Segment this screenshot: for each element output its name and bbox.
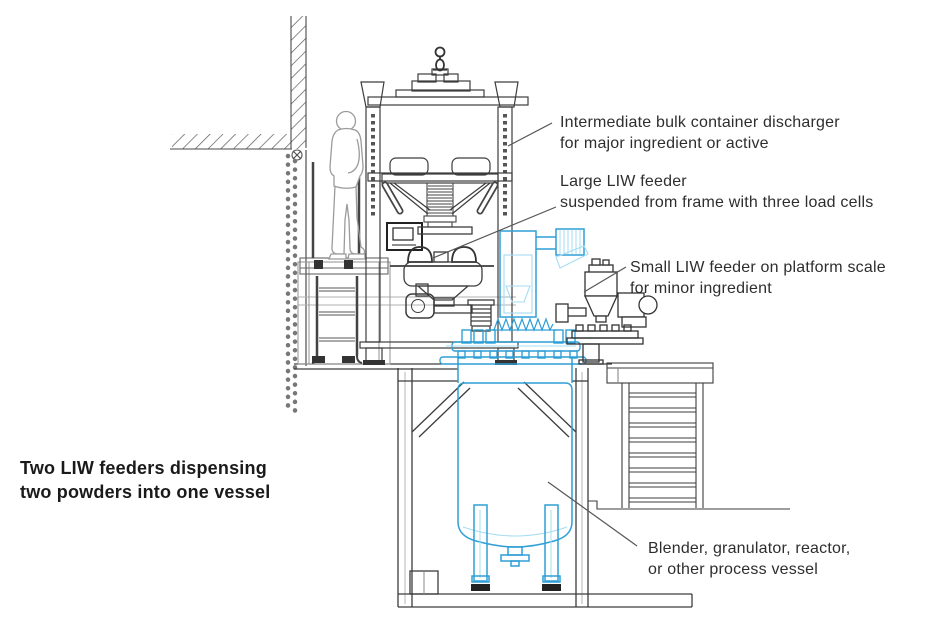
caption-line: Two LIW feeders dispensing xyxy=(20,458,267,478)
leader-lines xyxy=(432,122,638,547)
annotation-large-feeder: Large LIW feeder suspended from frame wi… xyxy=(560,171,873,213)
process-vessel xyxy=(457,357,573,591)
small-liw-feeder xyxy=(555,258,658,328)
wall-section xyxy=(170,16,307,417)
pit-structure xyxy=(397,368,693,608)
feeder-control-panel xyxy=(386,222,423,251)
flexible-bellows xyxy=(423,183,457,228)
crane-hook xyxy=(433,46,447,72)
annotation-process-vessel: Blender, granulator, reactor, or other p… xyxy=(648,538,850,580)
figure-caption: Two LIW feeders dispensing two powders i… xyxy=(20,456,270,504)
worker-figure xyxy=(328,110,366,260)
ibc-container xyxy=(367,157,513,215)
platform-scale xyxy=(566,324,644,365)
annotation-line: for minor ingredient xyxy=(630,280,772,297)
annotation-line: Small LIW feeder on platform scale xyxy=(630,259,886,276)
access-ladder xyxy=(297,162,391,365)
blue-chute xyxy=(499,228,589,318)
large-liw-feeder xyxy=(390,226,495,332)
annotation-small-feeder: Small LIW feeder on platform scale for m… xyxy=(630,257,886,299)
annotation-line: Blender, granulator, reactor, xyxy=(648,540,851,557)
floor-lines xyxy=(294,363,612,370)
caption-line: two powders into one vessel xyxy=(20,482,271,502)
stairs xyxy=(588,362,790,510)
annotation-line: Intermediate bulk container discharger xyxy=(560,114,840,131)
vessel-head-nozzles xyxy=(439,317,587,365)
annotation-line: or other process vessel xyxy=(648,561,819,578)
annotation-ibc-discharger: Intermediate bulk container discharger f… xyxy=(560,112,840,154)
annotation-line: suspended from frame with three load cel… xyxy=(560,194,874,211)
annotation-line: for major ingredient or active xyxy=(560,135,769,152)
annotation-line: Large LIW feeder xyxy=(560,173,687,190)
ibc-frame xyxy=(359,68,529,365)
